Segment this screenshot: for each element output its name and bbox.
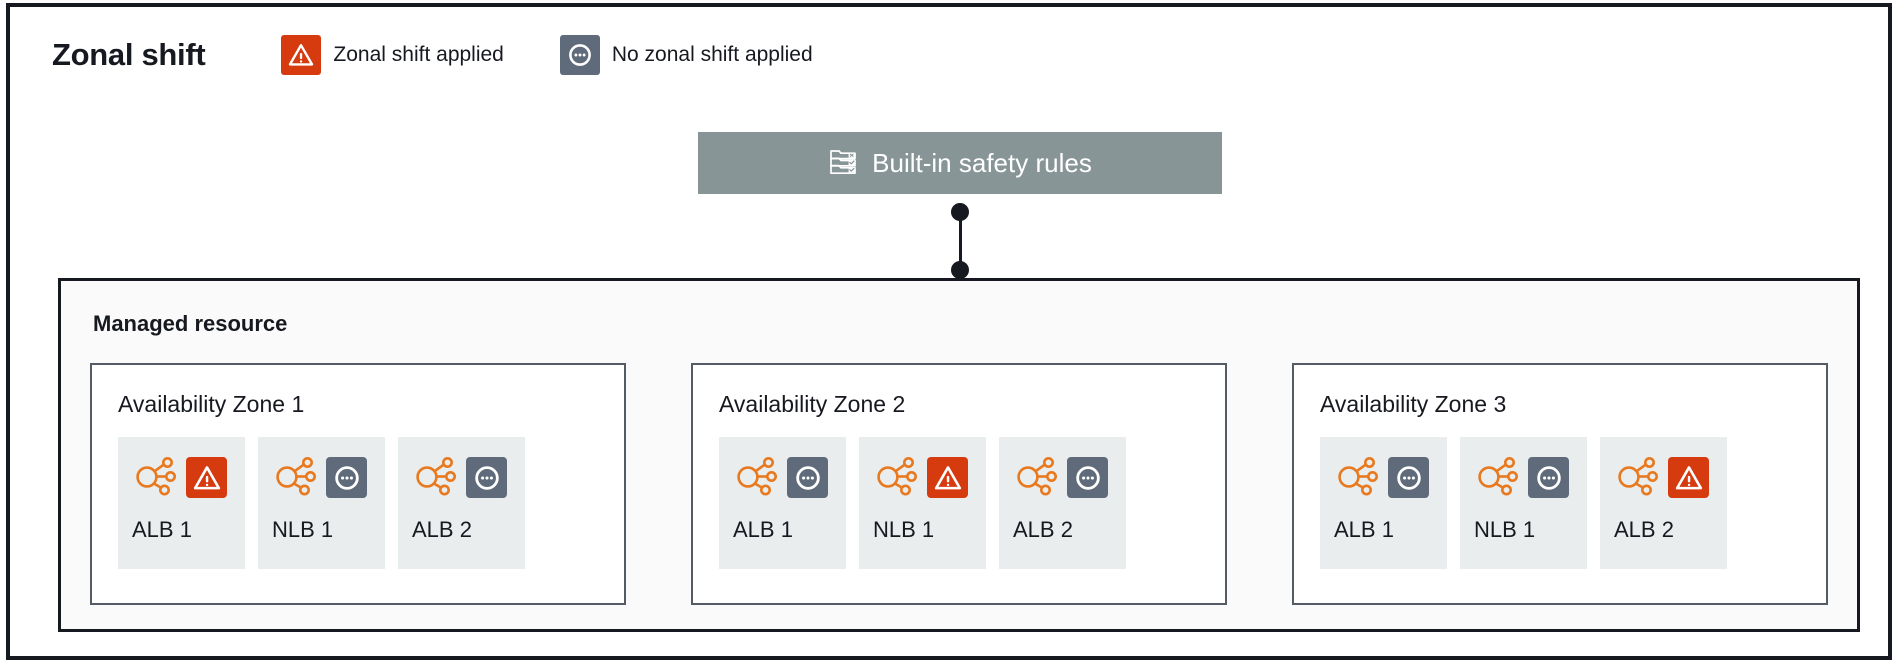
resource-label: NLB 1 (1474, 517, 1536, 542)
zone-title: Availability Zone 1 (118, 391, 305, 417)
resource-icons (733, 452, 828, 503)
ellipsis-circle-icon (1067, 457, 1108, 498)
resource-tile[interactable]: ALB 2 (999, 437, 1126, 569)
resource-label: ALB 1 (733, 517, 793, 542)
resource-icons (873, 452, 968, 503)
availability-zone-3: Availability Zone 3 (1292, 363, 1828, 605)
zone-resources: ALB 1 (719, 437, 1126, 569)
resource-icons (1334, 452, 1429, 503)
resource-icons (132, 452, 227, 503)
load-balancer-icon (272, 452, 318, 503)
rules-stack-icon (828, 146, 858, 181)
resource-icons (272, 452, 367, 503)
legend-label: No zonal shift applied (611, 43, 813, 66)
availability-zone-1: Availability Zone 1 (90, 363, 626, 605)
warning-triangle-icon (186, 457, 227, 498)
built-in-safety-rules-box: Built-in safety rules (698, 132, 1222, 194)
ellipsis-circle-icon (787, 457, 828, 498)
zone-resources: ALB 1 (118, 437, 525, 569)
ellipsis-circle-icon (1528, 457, 1569, 498)
header: Zonal shift Zonal shift applied (52, 35, 813, 75)
resource-tile[interactable]: ALB 1 (118, 437, 245, 569)
ellipsis-circle-icon (1388, 457, 1429, 498)
resource-tile[interactable]: ALB 2 (1600, 437, 1727, 569)
resource-tile[interactable]: NLB 1 (859, 437, 986, 569)
legend-item-no-zonal-shift-applied: No zonal shift applied (559, 35, 813, 75)
resource-label: ALB 1 (132, 517, 192, 542)
resource-icons (1614, 452, 1709, 503)
page-title: Zonal shift (52, 37, 206, 72)
zone-title: Availability Zone 2 (719, 391, 906, 417)
availability-zone-2: Availability Zone 2 (691, 363, 1227, 605)
resource-label: NLB 1 (873, 517, 935, 542)
resource-label: ALB 1 (1334, 517, 1394, 542)
load-balancer-icon (733, 452, 779, 503)
ellipsis-circle-icon (466, 457, 507, 498)
resource-label: NLB 1 (272, 517, 334, 542)
resource-icons (1013, 452, 1108, 503)
resource-tile[interactable]: ALB 2 (398, 437, 525, 569)
availability-zones: Availability Zone 1 (90, 363, 1828, 605)
resource-icons (1474, 452, 1569, 503)
managed-resource-panel: Managed resource Availability Zone 1 (58, 278, 1860, 632)
legend-label: Zonal shift applied (333, 43, 504, 66)
warning-triangle-icon (927, 457, 968, 498)
resource-icons (412, 452, 507, 503)
resource-tile[interactable]: NLB 1 (258, 437, 385, 569)
warning-triangle-icon (281, 35, 322, 75)
zone-resources: ALB 1 (1320, 437, 1727, 569)
diagram-frame: Zonal shift Zonal shift applied (6, 3, 1892, 660)
ellipsis-circle-icon (559, 35, 600, 75)
load-balancer-icon (412, 452, 458, 503)
connector-dot-bottom (951, 261, 969, 279)
load-balancer-icon (132, 452, 178, 503)
load-balancer-icon (1334, 452, 1380, 503)
resource-tile[interactable]: NLB 1 (1460, 437, 1587, 569)
resource-tile[interactable]: ALB 1 (719, 437, 846, 569)
zone-title: Availability Zone 3 (1320, 391, 1507, 417)
resource-label: ALB 2 (1614, 517, 1674, 542)
ellipsis-circle-icon (326, 457, 367, 498)
resource-label: ALB 2 (412, 517, 472, 542)
managed-resource-title: Managed resource (93, 311, 288, 336)
legend-item-zonal-shift-applied: Zonal shift applied (281, 35, 504, 75)
load-balancer-icon (1013, 452, 1059, 503)
load-balancer-icon (1474, 452, 1520, 503)
resource-tile[interactable]: ALB 1 (1320, 437, 1447, 569)
load-balancer-icon (1614, 452, 1660, 503)
built-in-safety-rules-label: Built-in safety rules (872, 147, 1092, 178)
load-balancer-icon (873, 452, 919, 503)
warning-triangle-icon (1668, 457, 1709, 498)
resource-label: ALB 2 (1013, 517, 1073, 542)
legend: Zonal shift applied No zonal shift appli… (281, 35, 813, 75)
connector-line (950, 203, 970, 279)
connector-stem (958, 211, 962, 273)
